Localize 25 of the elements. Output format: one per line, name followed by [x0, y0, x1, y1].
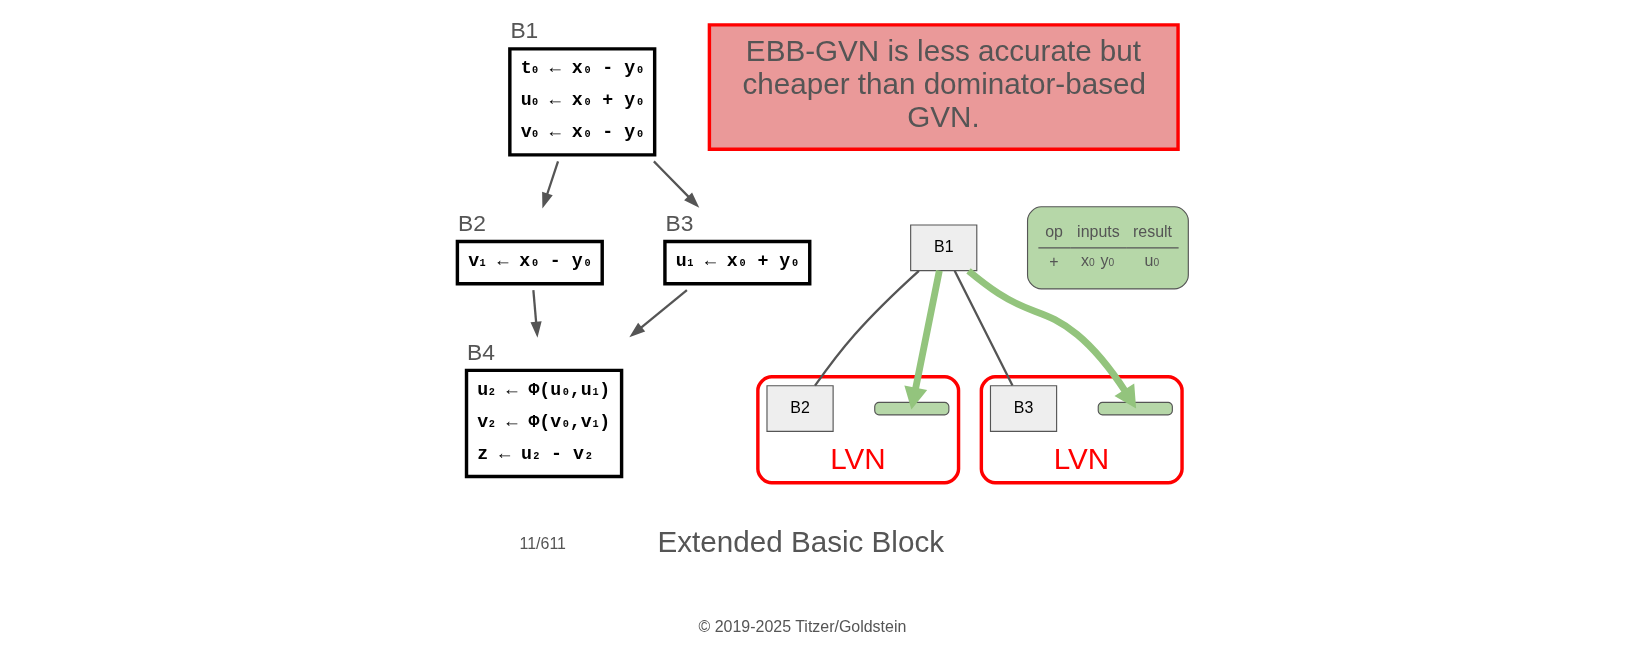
node-bar — [1097, 401, 1173, 416]
label: Extended Basic Block — [657, 525, 944, 559]
label: © 2019-2025 Titzer/Goldstein — [698, 617, 906, 635]
node-box: B2 — [765, 385, 834, 432]
arrow — [652, 160, 699, 208]
connector — [953, 270, 1013, 387]
node-box: v1 ← x0 - y0 — [455, 239, 604, 286]
arrow — [530, 290, 542, 338]
label: 11/611 — [519, 535, 566, 553]
node-label: B4 — [466, 338, 495, 365]
node-bar — [873, 401, 949, 416]
arrow — [541, 161, 559, 209]
arrow — [628, 289, 688, 338]
arrow — [965, 268, 1136, 409]
node-box: EBB-GVN is less accurate but cheaper than dominator-based GVN. — [707, 23, 1180, 151]
connector — [813, 270, 920, 387]
node-box: B1 — [909, 224, 977, 272]
arrow — [903, 270, 943, 410]
node-box: u2 ← Φ(u0,u1) v2 ← Φ(v0,v1) z ← u2 - v2 — [464, 368, 623, 479]
node-label: B1 — [509, 17, 538, 44]
node-box: B3 — [989, 385, 1057, 432]
node-box: u1 ← x0 + y0 — [662, 239, 811, 286]
node-label: B2 — [457, 209, 486, 236]
node-box: t0 ← x0 - y0 u0 ← x0 + y0 v0 ← x0 - y0 — [507, 47, 656, 157]
node-label: B3 — [665, 209, 693, 236]
